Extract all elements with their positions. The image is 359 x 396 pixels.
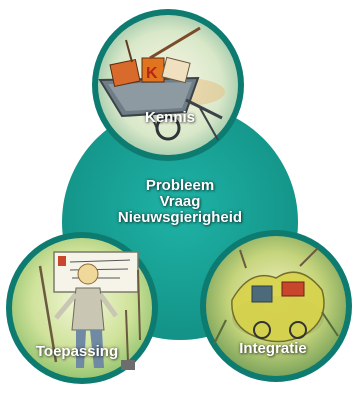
integratie-label: Integratie [239, 340, 307, 357]
kennis-circle: K [92, 9, 244, 161]
center-label-line-2: Vraag [159, 193, 201, 210]
toepassing-circle [6, 232, 158, 384]
integratie-circle [200, 230, 352, 382]
wheelbarrow-illustration: K [98, 26, 225, 141]
machine-illustration [213, 247, 339, 345]
center-label-line-1: Probleem [145, 177, 215, 194]
person-with-sign-illustration [38, 251, 141, 370]
toepassing-label: Toepassing [35, 343, 119, 360]
center-label: Probleem Vraag Nieuwsgierigheid [100, 178, 260, 226]
svg-text:K: K [146, 65, 158, 82]
kennis-label: Kennis [144, 109, 195, 126]
center-label-line-3: Nieuwsgierigheid [117, 209, 243, 226]
